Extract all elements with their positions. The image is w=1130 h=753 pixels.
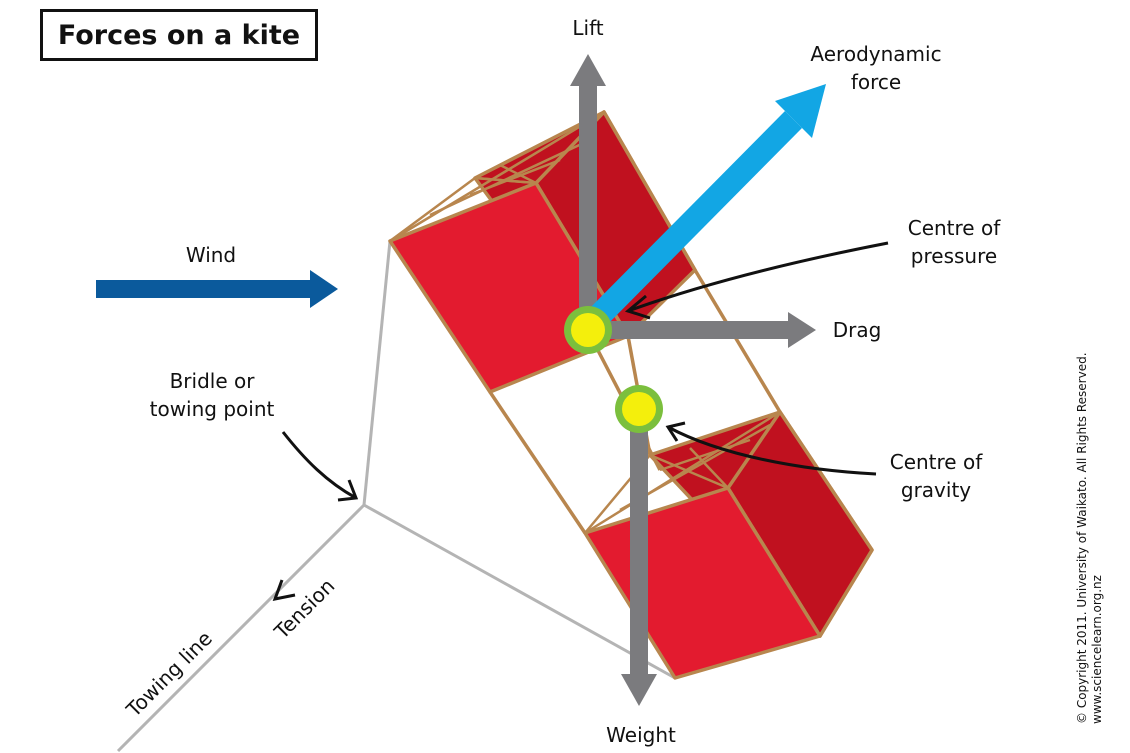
bridle-line-lower bbox=[363, 503, 676, 680]
bridle-line1: Bridle or bbox=[169, 369, 255, 393]
copyright-notice: © Copyright 2011. University of Waikato.… bbox=[1075, 352, 1105, 724]
lift-arrow bbox=[570, 54, 606, 330]
aerodynamic-force-label: Aerodynamic force bbox=[796, 40, 956, 96]
aerodynamic-force-arrow bbox=[581, 84, 826, 334]
wind-label: Wind bbox=[176, 241, 246, 269]
drag-label: Drag bbox=[826, 316, 888, 344]
drag-arrow bbox=[595, 312, 816, 348]
copyright-line1: © Copyright 2011. University of Waikato.… bbox=[1075, 352, 1089, 724]
towing-line-label: Towing line bbox=[121, 626, 217, 722]
pointer-bridle bbox=[281, 431, 359, 502]
copyright-line2: www.sciencelearn.org.nz bbox=[1090, 575, 1104, 724]
pointer-centre-of-pressure bbox=[624, 241, 889, 320]
centre-of-gravity-marker bbox=[615, 385, 663, 433]
pointer-centre-of-gravity bbox=[665, 421, 877, 476]
lift-label-text: Lift bbox=[572, 16, 604, 40]
centre-of-pressure-marker bbox=[564, 306, 612, 354]
tension-arrowhead bbox=[272, 579, 296, 601]
wind-label-text: Wind bbox=[185, 243, 237, 267]
title-box: Forces on a kite bbox=[40, 9, 318, 61]
aerodynamic-force-line2: force bbox=[850, 70, 902, 94]
wind-arrow bbox=[96, 270, 338, 308]
bridle-line-upper bbox=[362, 240, 392, 506]
longeron-right bbox=[693, 269, 782, 413]
upper-cell-bracing bbox=[389, 110, 605, 243]
centre-of-gravity-label: Centre of gravity bbox=[876, 448, 996, 504]
centre-of-pressure-label: Centre of pressure bbox=[890, 214, 1018, 270]
longeron-left bbox=[488, 391, 587, 534]
weight-arrow bbox=[621, 420, 657, 706]
centre-of-pressure-line2: pressure bbox=[910, 244, 998, 268]
centre-of-gravity-line1: Centre of bbox=[889, 450, 983, 474]
centre-of-pressure-line1: Centre of bbox=[907, 216, 1001, 240]
bridle-lines bbox=[116, 240, 676, 753]
drag-label-text: Drag bbox=[832, 318, 882, 342]
bridle-line2: towing point bbox=[149, 397, 275, 421]
lift-label: Lift bbox=[568, 14, 608, 42]
aerodynamic-force-line1: Aerodynamic bbox=[810, 42, 942, 66]
weight-label: Weight bbox=[596, 721, 686, 749]
diagram-title: Forces on a kite bbox=[57, 19, 301, 51]
weight-label-text: Weight bbox=[606, 723, 676, 747]
bridle-label: Bridle or towing point bbox=[140, 367, 284, 423]
centre-of-gravity-line2: gravity bbox=[900, 478, 972, 502]
towing-line bbox=[116, 503, 366, 753]
